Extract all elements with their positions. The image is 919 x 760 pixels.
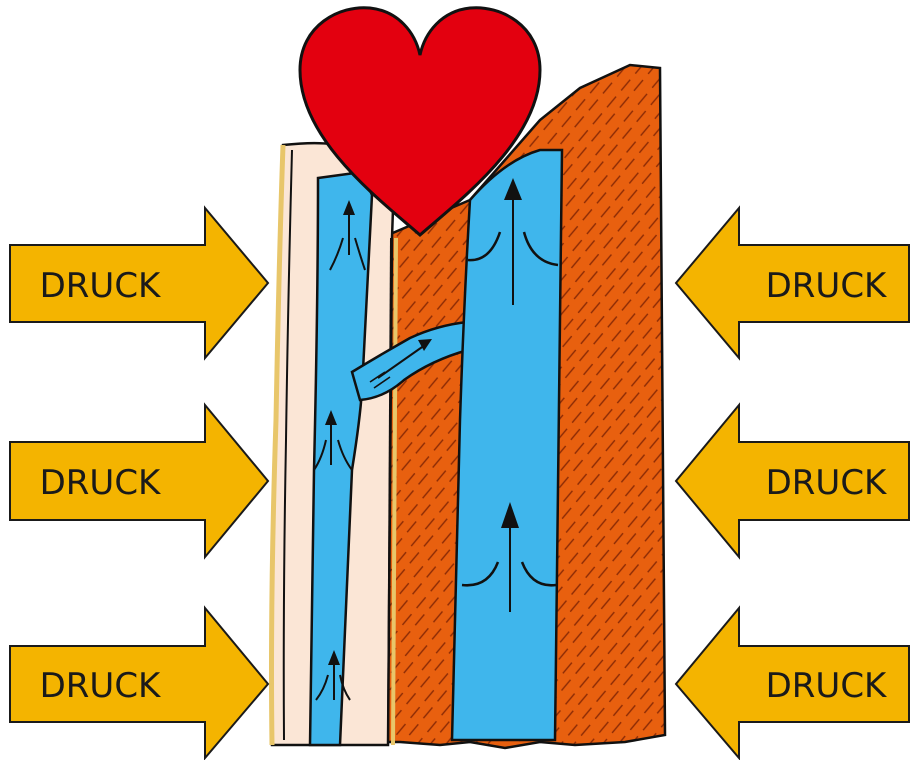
pressure-label: DRUCK [766, 666, 888, 706]
deep-vein [452, 150, 562, 740]
pressure-arrow-left-top: DRUCK [10, 208, 268, 358]
pressure-label: DRUCK [766, 266, 888, 306]
pressure-label: DRUCK [40, 666, 162, 706]
pressure-arrow-left-bottom: DRUCK [10, 608, 268, 758]
pressure-label: DRUCK [40, 463, 162, 503]
pressure-arrow-right-bottom: DRUCK [676, 608, 909, 758]
pressure-arrow-right-top: DRUCK [676, 208, 909, 358]
pressure-label: DRUCK [40, 266, 162, 306]
pressure-arrow-left-middle: DRUCK [10, 405, 268, 557]
pressure-label: DRUCK [766, 463, 888, 503]
pressure-arrow-right-middle: DRUCK [676, 405, 909, 557]
